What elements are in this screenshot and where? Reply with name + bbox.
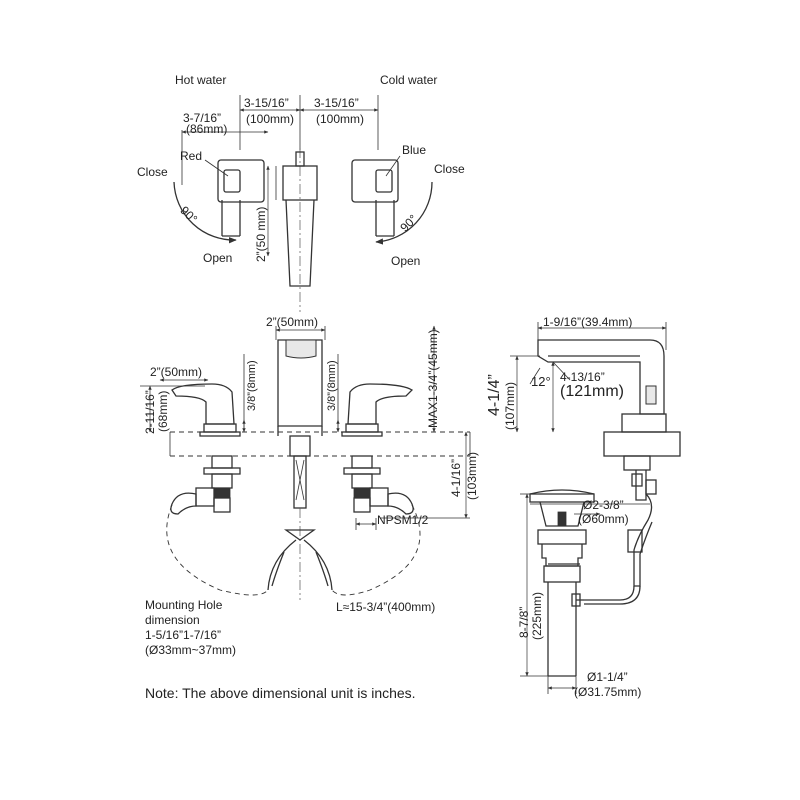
dim-top-mid1-in: 3-15/16” xyxy=(244,96,289,110)
dim-top-left-mm: (86mm) xyxy=(186,122,227,136)
dim-handle-height-mm: (68mm) xyxy=(156,391,170,432)
cold-water-label: Cold water xyxy=(380,73,437,87)
dim-tail-dia-mm: (Ø31.75mm) xyxy=(574,685,641,699)
dim-side-height-in: 4-1/4” xyxy=(486,374,503,416)
mounting-hole-line2: dimension xyxy=(145,613,200,627)
mounting-hole-line1: Mounting Hole xyxy=(145,598,223,612)
dim-spout-width: 2”(50mm) xyxy=(266,315,318,329)
dim-drain-dia-in: Ø2-3/8” xyxy=(583,498,624,512)
dim-drain-dia-mm: (Ø60mm) xyxy=(578,512,629,526)
hot-water-label: Hot water xyxy=(175,73,226,87)
dim-max-deck: MAX1-3/4”(45mm) xyxy=(426,329,440,428)
red-label: Red xyxy=(180,149,202,163)
hose-length-label: L≈15-3/4”(400mm) xyxy=(336,600,435,614)
mounting-hole-line3: 1-5/16”1-7/16” xyxy=(145,628,221,642)
dim-shank-in: 4-1/16” xyxy=(449,459,463,497)
angle-left-label: 90° xyxy=(177,203,200,226)
angle-right-label: 90° xyxy=(397,212,420,235)
dim-spout-depth: 2”(50 mm) xyxy=(254,207,268,262)
note-text: Note: The above dimensional unit is inch… xyxy=(145,685,416,701)
dim-side-height-mm: (107mm) xyxy=(503,382,517,430)
dim-shank-mm: (103mm) xyxy=(465,452,479,500)
dim-side-spout-in: 4-13/16” xyxy=(560,370,605,384)
npsm-label: NPSM1/2 xyxy=(377,513,429,527)
close-left-label: Close xyxy=(137,165,168,179)
dim-side-reach: 1-9/16”(39.4mm) xyxy=(543,315,632,329)
dim-top-mid1-mm: (100mm) xyxy=(246,112,294,126)
close-right-label: Close xyxy=(434,162,465,176)
dim-top-mid2-mm: (100mm) xyxy=(316,112,364,126)
open-right-label: Open xyxy=(391,254,420,268)
dim-drain-len-in: 8-7/8” xyxy=(517,607,531,638)
dim-handle-height-in: 2-11/16” xyxy=(143,390,157,434)
dim-base-left: 3/8”(8mm) xyxy=(246,360,258,411)
angle-side-label: 12° xyxy=(531,374,551,389)
dim-handle-width: 2”(50mm) xyxy=(150,365,202,379)
dim-base-right: 3/8”(8mm) xyxy=(326,360,338,411)
dim-top-mid2-in: 3-15/16” xyxy=(314,96,359,110)
side-elevation-view: 1-9/16”(39.4mm) 4-1/4” (107mm) 12° 4-13/… xyxy=(486,315,681,699)
top-plan-view: Hot water Cold water 3-7/16” (86mm) 3-15… xyxy=(137,73,465,312)
dim-drain-len-mm: (225mm) xyxy=(530,592,544,640)
blue-label: Blue xyxy=(402,143,426,157)
front-elevation-view: 2”(50mm) 3/8”(8mm) 3/8”(8mm) 2-11/16” (6… xyxy=(140,315,479,657)
dim-side-spout-mm: (121mm) xyxy=(560,383,624,400)
open-left-label: Open xyxy=(203,251,232,265)
dim-tail-dia-in: Ø1-1/4” xyxy=(587,670,628,684)
dim-top-left-in: 3-7/16” xyxy=(183,111,221,125)
mounting-hole-line4: (Ø33mm~37mm) xyxy=(145,643,236,657)
